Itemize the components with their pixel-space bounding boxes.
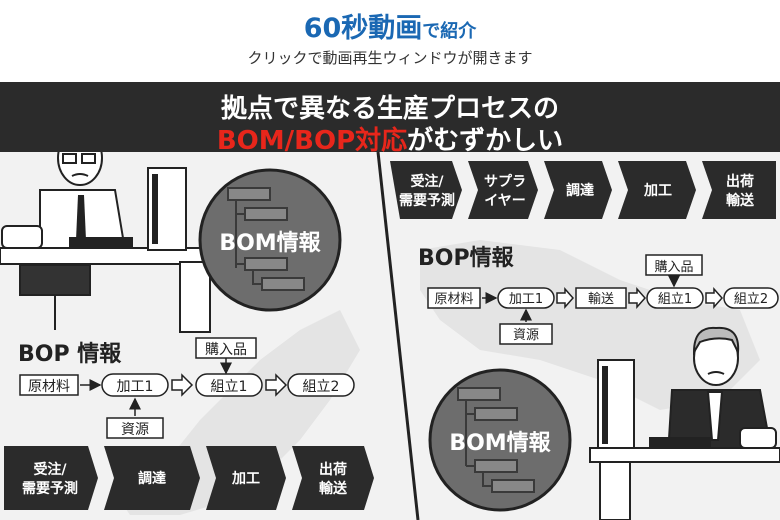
right-purchased-label: 購入品 — [654, 260, 693, 275]
left-proc1-label: 加工1 — [117, 379, 154, 395]
right-transport-label: 輸送 — [588, 292, 614, 307]
right-step-5 — [702, 161, 776, 219]
right-step-3 — [544, 161, 612, 219]
right-step-4-l1: 加工 — [643, 183, 672, 199]
right-desk-side — [599, 461, 631, 520]
right-block-arrow-2 — [628, 287, 647, 309]
video-title: 60秒動画で紹介 — [0, 6, 780, 45]
left-step-1-l1: 受注/ — [33, 461, 67, 478]
left-purchased-label: 購入品 — [205, 342, 247, 358]
headline-highlight: BOM/BOP対応 — [216, 126, 408, 156]
headline-line2: BOM/BOP対応がむずかしい — [0, 120, 780, 157]
right-person-desk — [589, 326, 780, 520]
left-phone — [1, 225, 43, 249]
left-step-1 — [4, 446, 98, 510]
right-desk-top — [589, 447, 780, 463]
right-step-2-l1: サプラ — [484, 174, 526, 190]
left-bom-label: BOM情報 — [219, 230, 321, 256]
right-asm2-label: 組立2 — [734, 292, 768, 307]
left-asm2-box — [287, 373, 355, 397]
right-step-1-l2: 需要予測 — [399, 192, 455, 209]
left-block-arrow-1 — [171, 373, 194, 397]
illustration: BOM情報 BOP 情報 購入品 原材料 加工1 組立1 組立2 資源 受注/ … — [0, 152, 780, 520]
video-header[interactable]: 60秒動画で紹介 クリックで動画再生ウィンドウが開きます — [0, 0, 780, 82]
headline-rest: がむずかしい — [407, 126, 564, 156]
left-raw-label: 原材料 — [28, 379, 70, 395]
right-phone — [739, 427, 777, 449]
right-person-hair — [692, 326, 740, 356]
right-step-3-l1: 調達 — [566, 182, 594, 199]
video-title-small: で紹介 — [422, 21, 477, 42]
left-step-2-l1: 調達 — [138, 470, 166, 487]
right-raw-box — [427, 287, 481, 309]
left-step-4-l1: 出荷 — [319, 461, 347, 478]
left-step-3 — [206, 446, 286, 510]
divider-line — [376, 152, 420, 520]
left-step-2 — [104, 446, 200, 510]
right-step-5-l1: 出荷 — [726, 173, 754, 190]
left-desk-side — [179, 261, 211, 333]
right-asm1-box — [646, 287, 704, 309]
left-keyboard — [69, 237, 133, 249]
left-resource-box — [106, 417, 164, 439]
right-proc1-box — [497, 287, 555, 309]
left-bop-title: BOP 情報 — [18, 341, 122, 367]
left-person-glasses-left — [62, 153, 77, 164]
right-asm2-box — [723, 287, 779, 309]
left-proc1-box — [101, 373, 169, 397]
right-step-4 — [618, 161, 696, 219]
video-subtitle: クリックで動画再生ウィンドウが開きます — [247, 49, 533, 67]
right-step-5-l2: 輸送 — [726, 192, 755, 209]
right-step-2 — [468, 161, 538, 219]
left-asm1-label: 組立1 — [211, 379, 248, 395]
right-map-silhouette — [420, 240, 760, 410]
left-raw-box — [19, 374, 79, 396]
right-keyboard — [649, 437, 711, 449]
right-resource-box — [499, 323, 553, 345]
headline-line1: 拠点で異なる生産プロセスの — [220, 94, 559, 124]
right-block-arrow-1 — [556, 287, 575, 309]
right-bom-label: BOM情報 — [449, 430, 551, 456]
left-step-1-l2: 需要予測 — [22, 480, 78, 497]
right-step-2-l2: イヤー — [484, 193, 526, 209]
headline-banner: 拠点で異なる生産プロセスの BOM/BOP対応がむずかしい — [0, 82, 780, 156]
left-step-4 — [292, 446, 374, 510]
left-asm2-label: 組立2 — [303, 379, 340, 395]
right-step-1-l1: 受注/ — [410, 173, 444, 190]
right-asm1-label: 組立1 — [658, 292, 692, 307]
right-proc1-label: 加工1 — [509, 292, 543, 307]
right-block-arrow-3 — [705, 287, 724, 309]
right-transport-box — [575, 287, 627, 309]
left-person-head — [57, 152, 103, 186]
left-step-3-l1: 加工 — [231, 471, 260, 487]
video-title-big: 60秒動画 — [303, 13, 423, 44]
left-bom-circle: BOM情報 — [198, 168, 342, 312]
left-chair — [19, 264, 91, 296]
left-resource-label: 資源 — [121, 422, 149, 438]
left-block-arrow-2 — [265, 373, 288, 397]
left-person-glasses-right — [81, 153, 96, 164]
right-bom-tree-icon — [457, 387, 535, 493]
left-step-4-l2: 輸送 — [319, 480, 348, 497]
left-asm1-box — [195, 373, 263, 397]
left-person-tie — [76, 195, 86, 246]
right-bom-circle: BOM情報 — [428, 368, 572, 512]
right-bop-title: BOP情報 — [418, 245, 515, 271]
right-step-1 — [390, 161, 462, 219]
left-bom-tree-icon — [227, 187, 305, 291]
right-resource-label: 資源 — [513, 328, 539, 343]
left-person-desk — [0, 152, 226, 333]
right-raw-label: 原材料 — [434, 292, 473, 307]
